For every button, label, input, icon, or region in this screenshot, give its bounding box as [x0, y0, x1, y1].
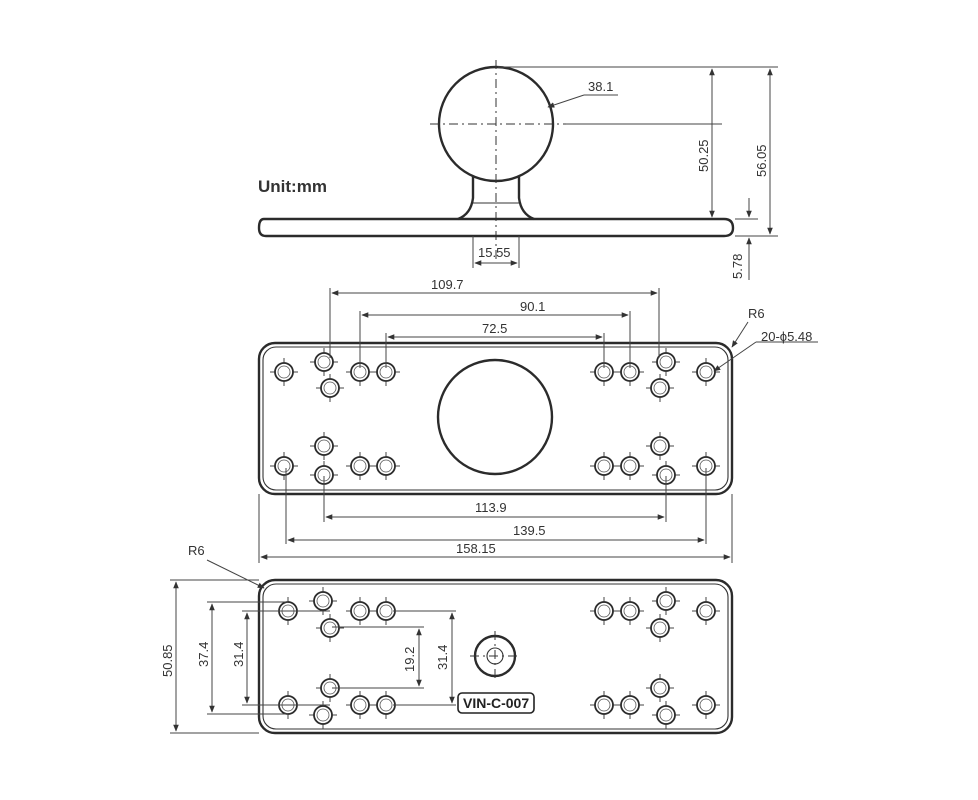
total-height-label: 56.05 — [754, 144, 769, 177]
mounting-hole — [346, 452, 374, 480]
mounting-hole — [692, 597, 720, 625]
bottom-corner-radius-label: R6 — [188, 543, 205, 558]
top-corner-radius-label: R6 — [748, 306, 765, 321]
mounting-hole — [310, 432, 338, 460]
top-hole-pattern — [270, 348, 720, 489]
neck-width-label: 15.55 — [478, 245, 511, 260]
mounting-hole — [316, 614, 344, 642]
mounting-hole — [309, 701, 337, 729]
ball-top — [436, 358, 554, 476]
bottom-plate — [257, 578, 734, 735]
plate-thickness-label: 5.78 — [730, 254, 745, 279]
mounting-hole — [590, 691, 618, 719]
mounting-hole — [692, 691, 720, 719]
top-view: 109.7 90.1 72.5 R6 20-ϕ5.48 113.9 139.5 … — [257, 277, 818, 563]
top-plate — [257, 341, 734, 496]
bottom-view: VIN-C-007 R6 50.85 37.4 31.4 19.2 31.4 — [160, 543, 734, 735]
mounting-hole — [309, 587, 337, 615]
dim-19-2-label: 19.2 — [402, 647, 417, 672]
hole-callout-label: 20-ϕ5.48 — [761, 329, 812, 344]
mounting-hole — [692, 358, 720, 386]
mounting-hole — [590, 452, 618, 480]
mounting-hole — [372, 452, 400, 480]
model-label: VIN-C-007 — [463, 695, 529, 711]
dim-158-15-label: 158.15 — [456, 541, 496, 556]
mounting-hole — [652, 348, 680, 376]
mounting-hole — [646, 614, 674, 642]
bottom-height-label: 50.85 — [160, 644, 175, 677]
mounting-hole — [270, 452, 298, 480]
mounting-hole — [616, 597, 644, 625]
side-view: Unit:mm 38.1 50.25 56.05 5.78 15.55 — [257, 60, 778, 280]
dim-31-4-left-label: 31.4 — [231, 642, 246, 667]
dim-90-1-label: 90.1 — [520, 299, 545, 314]
height-to-ball-label: 50.25 — [696, 139, 711, 172]
mounting-hole — [616, 691, 644, 719]
model-tag — [457, 692, 535, 714]
mounting-hole — [270, 358, 298, 386]
mounting-hole — [646, 374, 674, 402]
mounting-hole — [646, 674, 674, 702]
mounting-hole — [346, 691, 374, 719]
mounting-hole — [346, 597, 374, 625]
dim-113-9-label: 113.9 — [475, 500, 507, 515]
dim-72-5-label: 72.5 — [482, 321, 507, 336]
dim-37-4-label: 37.4 — [196, 642, 211, 667]
mounting-hole — [616, 452, 644, 480]
side-plate — [257, 217, 735, 238]
ball-diameter-label: 38.1 — [588, 79, 613, 94]
dim-31-4-right-label: 31.4 — [435, 645, 450, 670]
mounting-hole — [652, 587, 680, 615]
mounting-hole — [652, 701, 680, 729]
mounting-hole — [590, 597, 618, 625]
unit-label: Unit:mm — [258, 177, 327, 196]
mounting-hole — [310, 348, 338, 376]
dim-139-5-label: 139.5 — [513, 523, 546, 538]
dim-109-7-label: 109.7 — [431, 277, 464, 292]
mounting-hole — [316, 374, 344, 402]
mounting-hole — [646, 432, 674, 460]
